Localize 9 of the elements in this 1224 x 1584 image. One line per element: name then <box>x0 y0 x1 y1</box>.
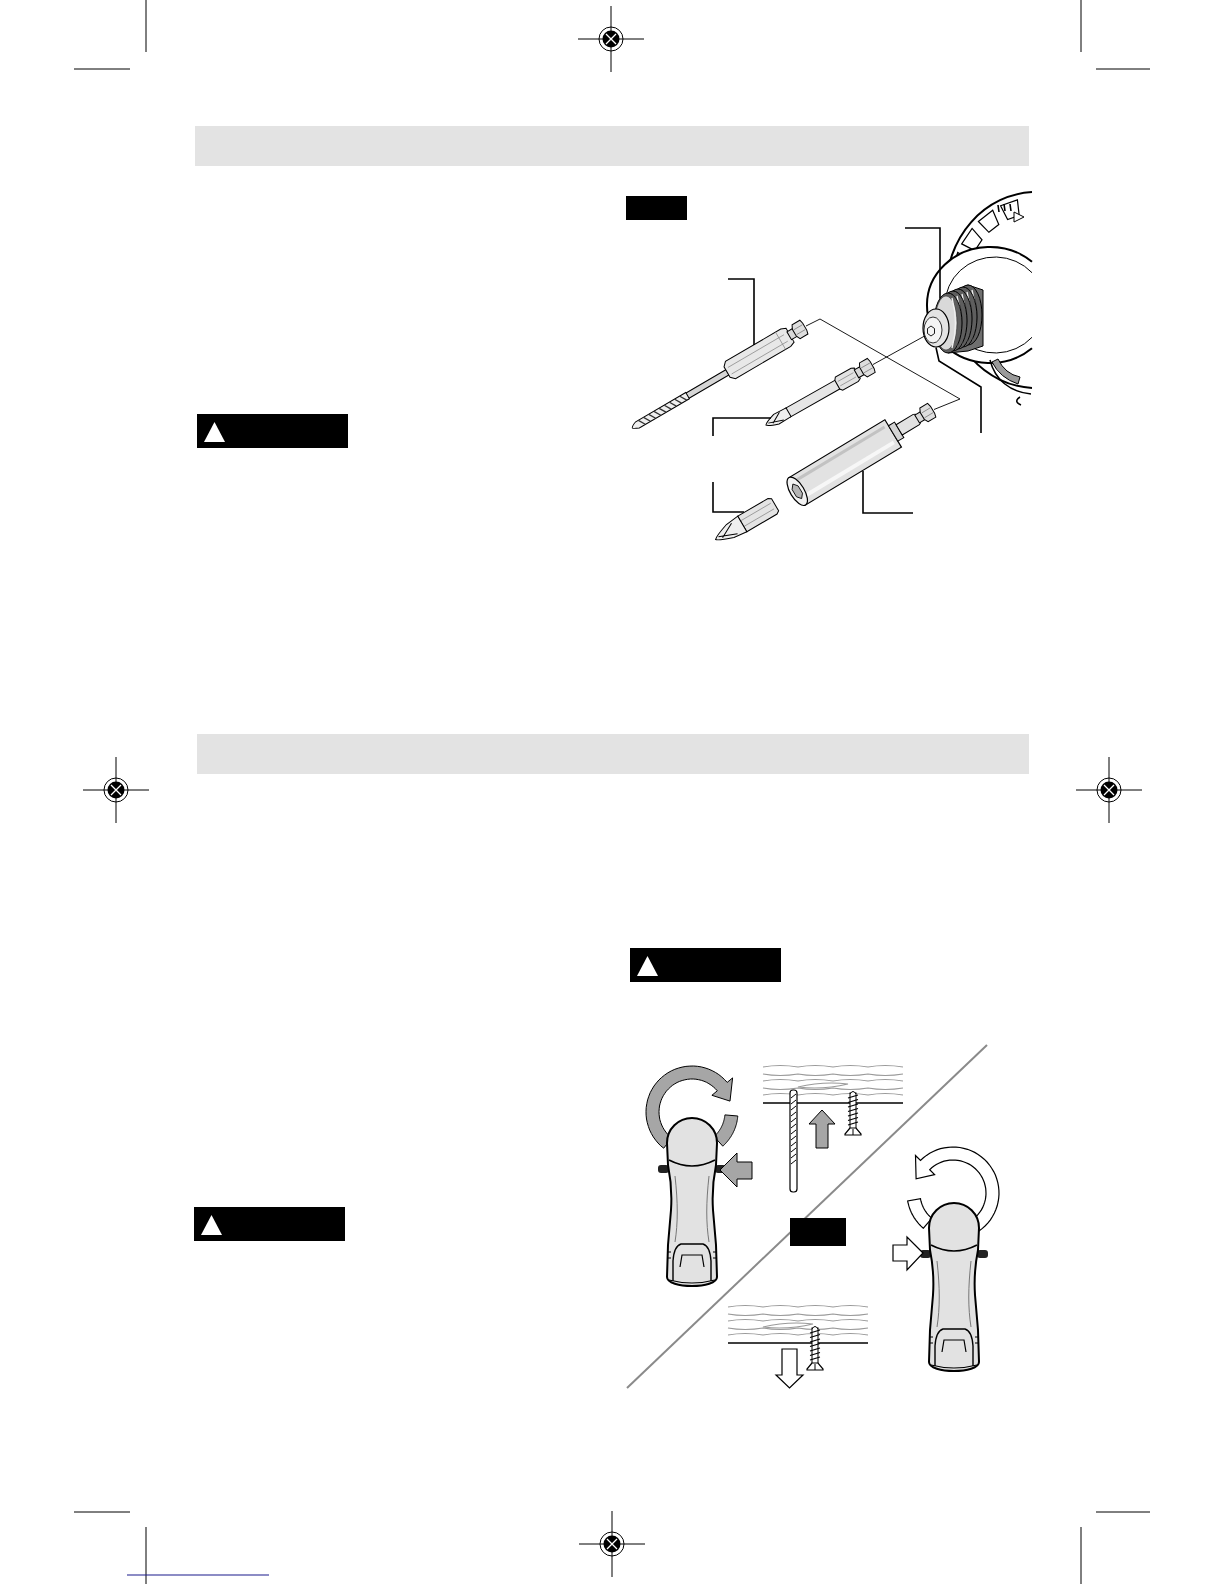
leader-line <box>862 470 914 514</box>
chuck-nose <box>922 308 950 348</box>
leader-line <box>712 481 745 513</box>
leader-line <box>727 278 755 346</box>
leader-line <box>904 227 941 300</box>
leader-line <box>712 417 772 437</box>
alignment-line <box>872 335 925 365</box>
leader-line <box>935 346 982 434</box>
alignment-line <box>805 318 961 410</box>
